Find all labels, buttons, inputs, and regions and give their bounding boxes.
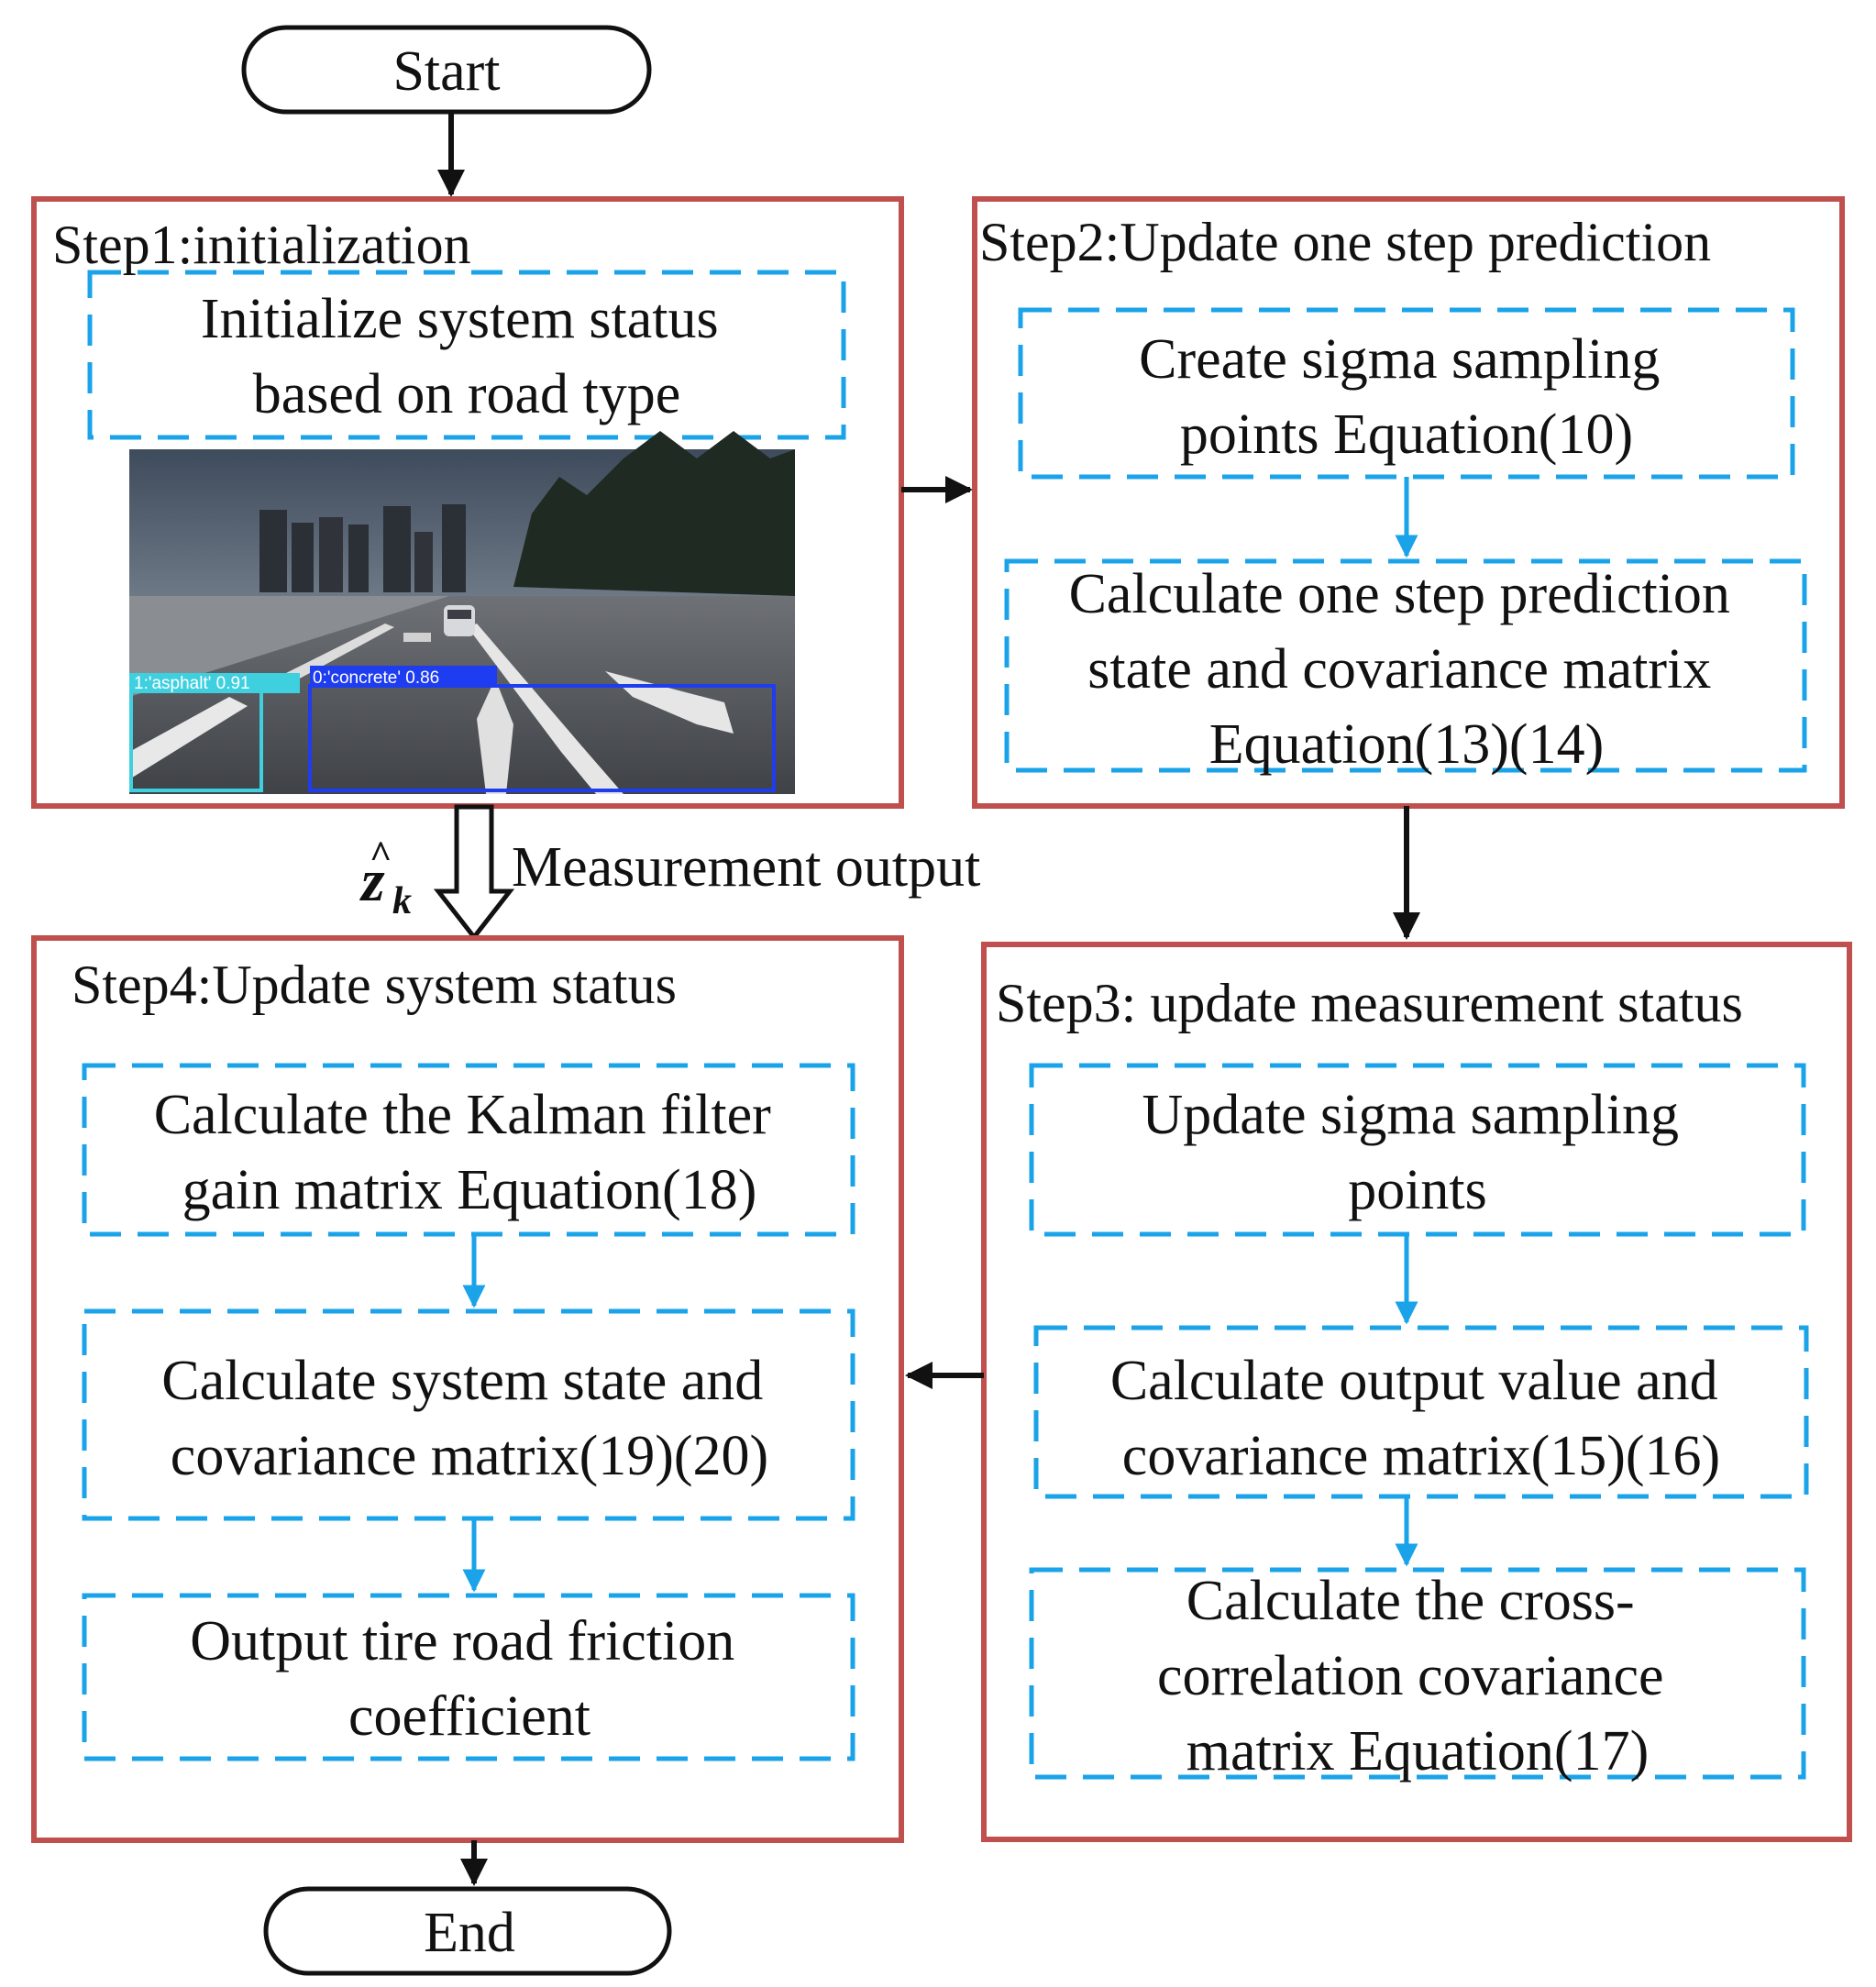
measurement-symbol: ^ z k xyxy=(359,834,412,922)
tag-asphalt: 1:'asphalt' 0.91 xyxy=(134,674,250,693)
step1-initialize-text: Initialize system status based on road t… xyxy=(201,288,733,425)
step3-sigma-box: Update sigma sampling points xyxy=(1029,1063,1806,1237)
step2-box: Step2:Update one step prediction Create … xyxy=(972,196,1845,809)
step3-output-box: Calculate output value and covariance ma… xyxy=(1033,1325,1809,1499)
start-terminator: Start xyxy=(241,25,652,115)
step3-output-text: Calculate output value and covariance ma… xyxy=(1110,1350,1732,1487)
tag-concrete: 0:'concrete' 0.86 xyxy=(313,668,439,688)
step2-sigma-box: Create sigma sampling points Equation(10… xyxy=(1018,307,1795,480)
step4-output-box: Output tire road friction coefficient xyxy=(82,1593,855,1761)
measurement-symbol-z: z xyxy=(359,847,385,914)
step3-title: Step3: update measurement status xyxy=(996,973,1743,1033)
step2-prediction-box: Calculate one step prediction state and … xyxy=(1004,558,1807,776)
road-detection-photo: 1:'asphalt' 0.91 0:'concrete' 0.86 xyxy=(129,431,795,794)
step4-box: Step4:Update system status Calculate the… xyxy=(31,935,904,1843)
step2-prediction-text: Calculate one step prediction state and … xyxy=(1069,563,1745,776)
end-terminator: End xyxy=(263,1886,672,1976)
end-label: End xyxy=(424,1902,515,1964)
measurement-symbol-sub: k xyxy=(392,880,412,922)
measurement-output-label: Measurement output xyxy=(512,836,980,899)
step4-state-text: Calculate system state and covariance ma… xyxy=(161,1350,777,1487)
step4-kalman-box: Calculate the Kalman filter gain matrix … xyxy=(82,1063,855,1237)
step1-initialize-box: Initialize system status based on road t… xyxy=(87,270,846,440)
step2-title: Step2:Update one step prediction xyxy=(979,212,1711,272)
step4-kalman-text: Calculate the Kalman filter gain matrix … xyxy=(154,1084,786,1221)
step4-title: Step4:Update system status xyxy=(72,955,677,1015)
start-label: Start xyxy=(392,40,500,103)
step3-crosscorr-box: Calculate the cross- correlation covaria… xyxy=(1029,1567,1806,1783)
step3-sigma-text: Update sigma sampling points xyxy=(1142,1084,1694,1221)
step1-title: Step1:initialization xyxy=(52,215,471,275)
measurement-output-arrow xyxy=(433,804,515,942)
measurement-symbol-hat: ^ xyxy=(370,834,392,877)
step3-crosscorr-text: Calculate the cross- correlation covaria… xyxy=(1157,1570,1678,1783)
step4-output-text: Output tire road friction coefficient xyxy=(190,1610,749,1748)
step4-state-box: Calculate system state and covariance ma… xyxy=(82,1308,855,1521)
step1-box: Step1:initialization Initialize system s… xyxy=(31,196,904,809)
step2-sigma-text: Create sigma sampling points Equation(10… xyxy=(1139,328,1674,466)
step3-box: Step3: update measurement status Update … xyxy=(981,942,1852,1842)
